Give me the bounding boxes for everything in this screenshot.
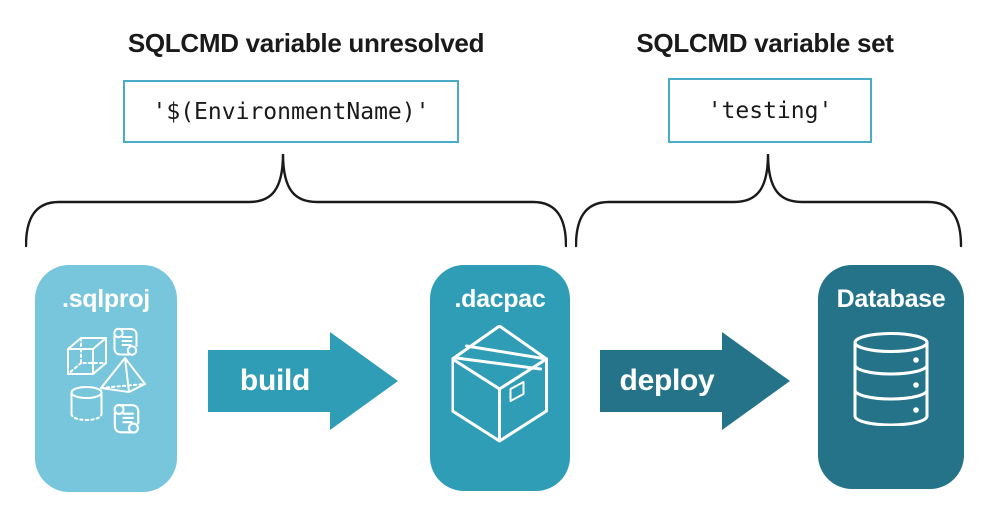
right-brace [575, 153, 963, 248]
arrow-label: build [239, 364, 311, 397]
left-brace [25, 153, 567, 248]
node-label: Database [836, 285, 946, 313]
database-cylinder-icon [853, 332, 929, 426]
node-label: .dacpac [454, 285, 546, 313]
pyramid-icon [98, 356, 148, 394]
package-box-icon [451, 325, 549, 443]
cube-icon [66, 336, 108, 376]
left-annotation-title: SQLCMD variable unresolved [127, 28, 485, 58]
node-label: .sqlproj [62, 285, 150, 313]
node-sqlproj: .sqlproj [35, 265, 177, 492]
right-annotation-title: SQLCMD variable set [636, 28, 894, 58]
code-text: 'testing' [707, 97, 833, 124]
node-database: Database [818, 265, 964, 489]
arrow-label: deploy [619, 364, 715, 397]
deploy-arrow: deploy [600, 332, 790, 430]
build-arrow: build [208, 332, 398, 430]
set-variable-code-box: 'testing' [668, 78, 872, 143]
arrow-shape [208, 332, 398, 430]
cylinder-icon [69, 385, 104, 422]
code-text: '$(EnvironmentName)' [152, 98, 430, 125]
script-scroll-icon [111, 326, 139, 357]
unresolved-variable-code-box: '$(EnvironmentName)' [123, 80, 459, 143]
node-dacpac: .dacpac [430, 265, 570, 491]
arrow-shape [600, 332, 790, 430]
script-scroll-icon [111, 402, 141, 435]
